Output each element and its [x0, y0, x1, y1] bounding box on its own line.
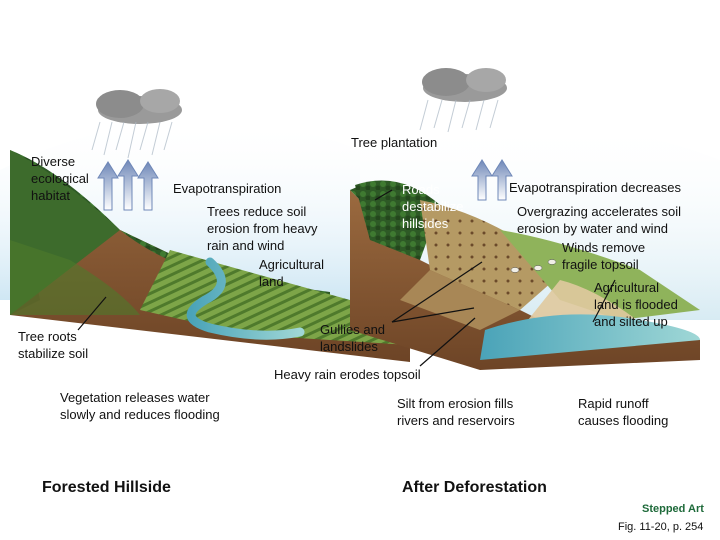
label-heavy-rain: Heavy rain erodes topsoil	[274, 366, 421, 383]
label-tree-roots: Tree roots stabilize soil	[18, 328, 88, 362]
figure-reference: Fig. 11-20, p. 254	[618, 521, 703, 533]
title-forested-hillside: Forested Hillside	[42, 479, 171, 497]
label-gullies-landslides: Gullies and landslides	[320, 321, 385, 355]
label-diverse-habitat: Diverse ecological habitat	[31, 153, 89, 204]
label-evapotranspiration-decreases: Evapotranspiration decreases	[509, 179, 681, 196]
evapotranspiration-arrows-left	[98, 160, 158, 210]
label-winds-remove: Winds remove fragile topsoil	[562, 239, 645, 273]
label-overgrazing: Overgrazing accelerates soil erosion by …	[517, 203, 681, 237]
label-rapid-runoff: Rapid runoff causes flooding	[578, 395, 668, 429]
rain-cloud-right	[420, 68, 507, 132]
title-after-deforestation: After Deforestation	[402, 479, 547, 497]
label-agricultural-flooded: Agricultural land is flooded and silted …	[594, 279, 678, 330]
label-roads-destabilize: Roads destabilize hillsides	[402, 181, 463, 232]
label-silt-erosion: Silt from erosion fills rivers and reser…	[397, 395, 515, 429]
label-tree-plantation: Tree plantation	[351, 134, 437, 151]
label-agricultural-land: Agricultural land	[259, 256, 324, 290]
label-trees-reduce-erosion: Trees reduce soil erosion from heavy rai…	[207, 203, 318, 254]
label-evapotranspiration: Evapotranspiration	[173, 180, 281, 197]
stepped-art-credit: Stepped Art	[642, 503, 704, 515]
label-vegetation-releases: Vegetation releases water slowly and red…	[60, 389, 220, 423]
